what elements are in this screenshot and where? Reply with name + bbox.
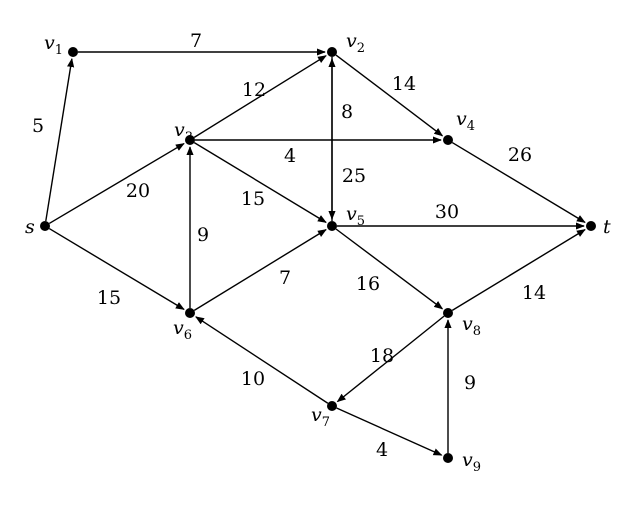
edge-weight-s-v3: 20 (126, 180, 150, 202)
node-label-v4: v4 (456, 108, 475, 134)
edge-weight-v6-v3: 9 (197, 224, 209, 246)
node-label-name: v (311, 404, 322, 426)
node-label-name: v (456, 108, 467, 130)
node-label-subscript: 3 (185, 130, 193, 145)
edge-s-v1 (45, 58, 75, 222)
edge-v8-v7 (336, 315, 445, 403)
edge-weight-v2-v4: 14 (392, 73, 416, 95)
node-label-t: t (603, 216, 611, 238)
node-label-s: s (25, 216, 35, 238)
node-v4 (443, 135, 453, 145)
edge-weight-v3-v4: 4 (284, 145, 296, 167)
edge-s-v6 (48, 227, 185, 310)
node-label-v7: v7 (311, 404, 330, 430)
edge-weight-s-v1: 5 (32, 115, 44, 137)
node-label-subscript: 4 (467, 119, 475, 134)
node-label-v2: v2 (346, 30, 365, 56)
edge-v7-v6 (195, 316, 329, 404)
edge-v3-v5 (193, 141, 327, 223)
edge-v8-t (451, 229, 586, 311)
nodes-layer (40, 47, 596, 463)
edge-weight-v5-v8: 16 (356, 273, 380, 295)
edge-weight-v7-v9: 4 (376, 439, 388, 461)
node-label-v1: v1 (44, 32, 63, 58)
edge-weight-v8-t: 14 (522, 282, 546, 304)
node-label-name: v (346, 203, 357, 225)
node-label-subscript: 1 (55, 43, 63, 58)
node-v8 (443, 308, 453, 318)
edge-v6-v5 (193, 229, 327, 311)
node-label-subscript: 9 (473, 460, 481, 475)
edge-weight-s-v6: 15 (97, 287, 121, 309)
edge-weight-v3-v2: 12 (242, 79, 266, 101)
node-label-name: v (462, 449, 473, 471)
edge-v7-v9 (336, 407, 443, 456)
node-label-name: v (44, 32, 55, 54)
node-label-name: t (603, 216, 611, 238)
node-label-subscript: 7 (322, 415, 330, 430)
edge-s-v3 (48, 142, 185, 225)
node-label-name: v (174, 119, 185, 141)
edge-weight-v6-v5: 7 (279, 267, 291, 289)
node-label-subscript: 5 (357, 214, 365, 229)
edge-weight-v9-v8: 9 (464, 372, 476, 394)
edge-v2-v4 (335, 54, 444, 137)
node-v9 (443, 453, 453, 463)
node-v3 (185, 135, 195, 145)
node-label-subscript: 8 (473, 324, 481, 339)
edge-weight-v1-v2: 7 (190, 30, 202, 52)
node-label-name: v (346, 30, 357, 52)
node-v5 (327, 221, 337, 231)
node-v1 (68, 47, 78, 57)
node-label-subscript: 2 (357, 41, 365, 56)
node-label-v5: v5 (346, 203, 365, 229)
node-label-name: s (25, 216, 35, 238)
node-v2 (327, 47, 337, 57)
edge-v5-v8 (335, 228, 444, 310)
edge-weight-v2-v5: 8 (341, 101, 353, 123)
node-label-v9: v9 (462, 449, 481, 475)
edge-weight-v7-v6: 10 (241, 368, 265, 390)
node-t (586, 221, 596, 231)
edge-weight-v5-v2: 25 (342, 165, 366, 187)
node-label-subscript: 6 (184, 328, 192, 343)
edge-weight-v3-v5: 15 (241, 188, 265, 210)
node-label-name: v (173, 317, 184, 339)
node-label-v3: v3 (174, 119, 193, 145)
edge-weight-v5-t: 30 (435, 201, 459, 223)
node-label-v6: v6 (173, 317, 192, 343)
edges-layer (45, 48, 586, 456)
node-label-name: v (462, 313, 473, 335)
edge-weight-v8-v7: 18 (370, 345, 394, 367)
edge-v4-t (451, 141, 586, 223)
node-v6 (185, 308, 195, 318)
edge-v3-v2 (193, 55, 327, 138)
edge-weight-v4-t: 26 (508, 144, 532, 166)
node-label-v8: v8 (462, 313, 481, 339)
node-v7 (327, 401, 337, 411)
node-s (40, 221, 50, 231)
